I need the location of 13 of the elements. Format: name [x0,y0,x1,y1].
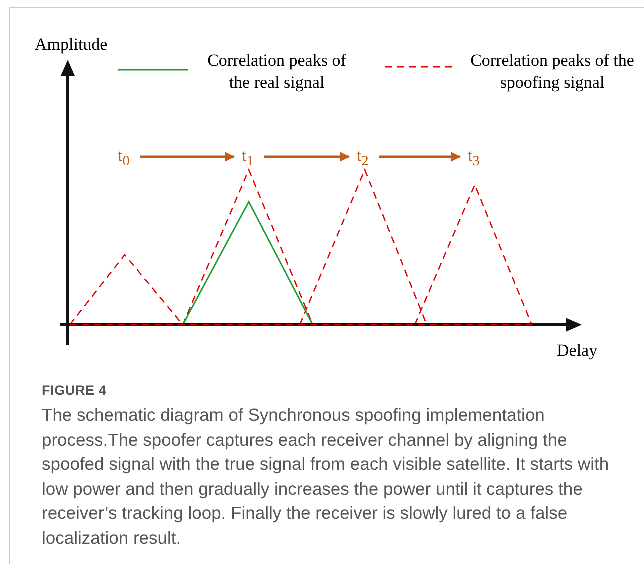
axis-label: Delay [557,341,598,361]
arrow [140,152,235,162]
legend-text: Correlation peaks of the real signal [206,50,348,94]
caption: The schematic diagram of Synchronous spoofing implementation process.The spoofer captures each receiver channel by aligning the spoofed signal with the true signal from each visible satellite. It starts with low power and then gradually increases the power until it captures the receiver’s tracking loop. Finally the receiver is slowly lured to a false localization result. [42,404,610,550]
axis-label: Amplitude [35,35,108,55]
time-label: t$_{1}$ [242,146,254,172]
time-label: t$_{2}$ [357,146,369,172]
figure-number: FIGURE 4 [42,383,107,398]
time-label: t$_{3}$ [468,146,480,172]
arrow [264,152,350,162]
legend-text: Correlation peaks of the spoofing signal [470,50,635,94]
time-label: t$_{0}$ [118,146,130,172]
arrow [379,152,461,162]
